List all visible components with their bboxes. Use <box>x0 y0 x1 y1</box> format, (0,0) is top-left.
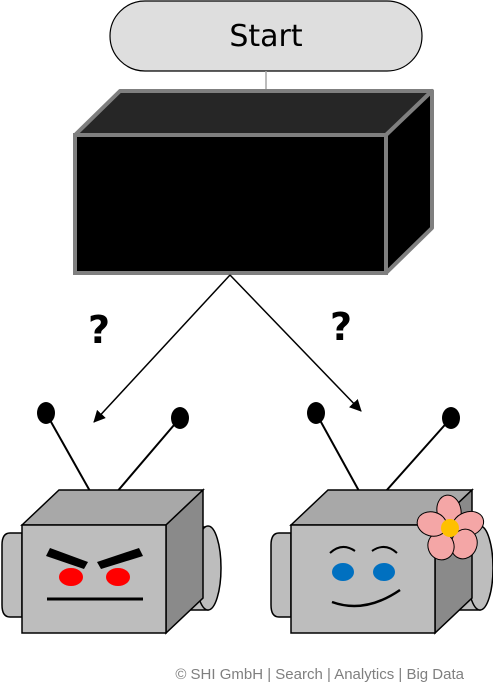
start-node <box>109 0 423 72</box>
friendly-robot-ear-left <box>270 532 292 618</box>
black-box <box>73 89 434 275</box>
friendly-robot-antenna-right <box>377 417 452 501</box>
friendly-robot-smile <box>331 588 401 608</box>
angry-robot-eye-right <box>106 568 130 586</box>
friendly-robot-antenna-right-tip <box>442 407 460 429</box>
friendly-robot-eye-right <box>373 563 395 581</box>
angry-robot-ear-left <box>1 532 23 618</box>
angry-robot-antenna-right <box>109 417 181 501</box>
friendly-robot-antenna-left-tip <box>307 402 325 424</box>
friendly-robot-eye-left <box>332 563 354 581</box>
black-box-front <box>73 133 388 275</box>
angry-robot-eye-left <box>59 568 83 586</box>
left-arrow <box>93 274 231 423</box>
friendly-robot-brow-right <box>371 546 398 554</box>
angry-robot <box>1 402 222 635</box>
black-box-top <box>73 89 434 137</box>
friendly-robot <box>270 402 493 635</box>
friendly-robot-face <box>290 524 436 634</box>
flower-icon <box>416 494 485 561</box>
angry-robot-brow-left <box>46 548 88 569</box>
friendly-robot-antenna-left <box>315 412 365 501</box>
angry-robot-face <box>21 524 167 634</box>
copyright-footer: © SHI GmbH | Search | Analytics | Big Da… <box>175 666 464 683</box>
right-question-mark: ? <box>330 305 353 349</box>
friendly-robot-brow-left <box>329 546 356 554</box>
right-arrow <box>229 274 362 412</box>
angry-robot-antenna-left <box>45 412 96 501</box>
angry-robot-antenna-left-tip <box>37 402 55 424</box>
angry-robot-brow-right <box>97 548 143 569</box>
angry-robot-antenna-right-tip <box>171 407 189 429</box>
left-question-mark: ? <box>88 308 111 352</box>
